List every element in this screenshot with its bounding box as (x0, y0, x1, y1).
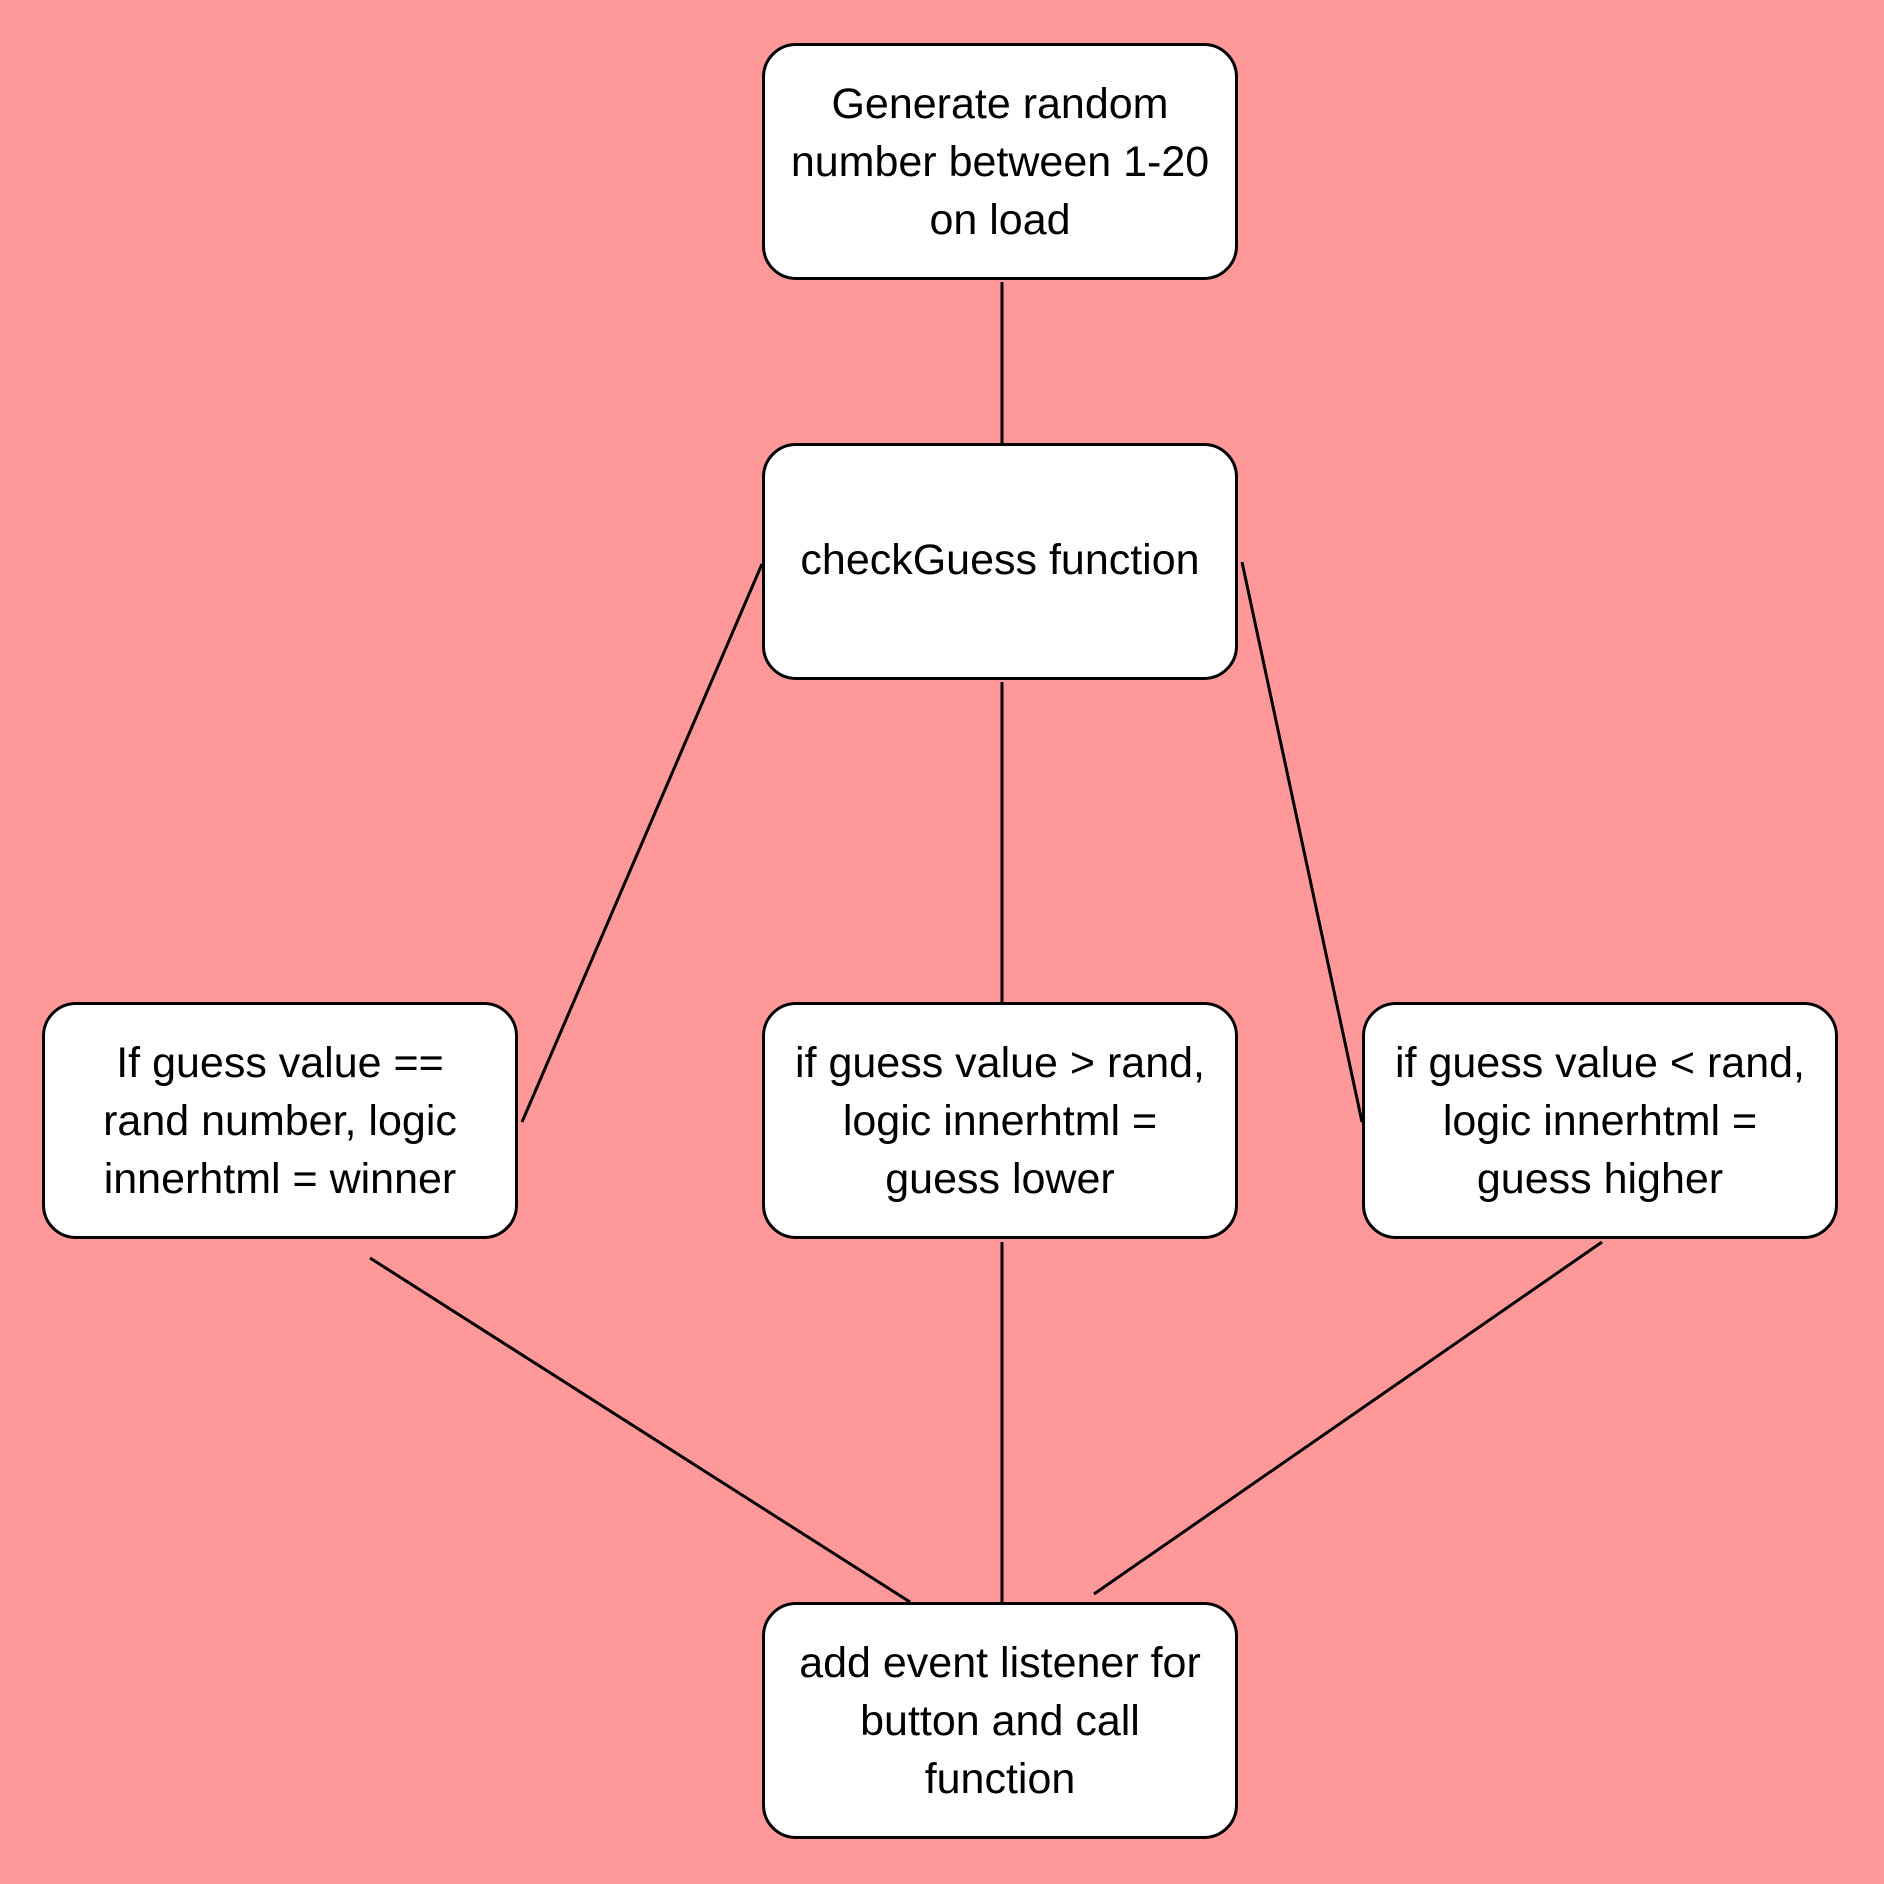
node-winner-label: If guess value == rand number, logic inn… (103, 1038, 457, 1203)
edge-higher-to-listener (1093, 1240, 1603, 1596)
edge-winner-to-listener (369, 1256, 911, 1604)
node-higher-label: if guess value < rand, logic innerhtml =… (1395, 1038, 1805, 1203)
node-generate-label: Generate random number between 1-20 on l… (790, 79, 1210, 244)
edge-check-to-winner (520, 563, 764, 1123)
node-listener-label: add event listener for button and call f… (799, 1638, 1201, 1803)
node-guess-less-higher: if guess value < rand, logic innerhtml =… (1362, 1002, 1838, 1239)
node-check-guess-function: checkGuess function (762, 443, 1238, 680)
node-check-label: checkGuess function (800, 536, 1200, 584)
node-generate-random-number: Generate random number between 1-20 on l… (762, 43, 1238, 280)
node-guess-equals-winner: If guess value == rand number, logic inn… (42, 1002, 518, 1239)
node-guess-greater-lower: if guess value > rand, logic innerhtml =… (762, 1002, 1238, 1239)
node-add-event-listener: add event listener for button and call f… (762, 1602, 1238, 1839)
node-lower-label: if guess value > rand, logic innerhtml =… (795, 1038, 1205, 1203)
edge-check-to-higher (1240, 561, 1364, 1123)
